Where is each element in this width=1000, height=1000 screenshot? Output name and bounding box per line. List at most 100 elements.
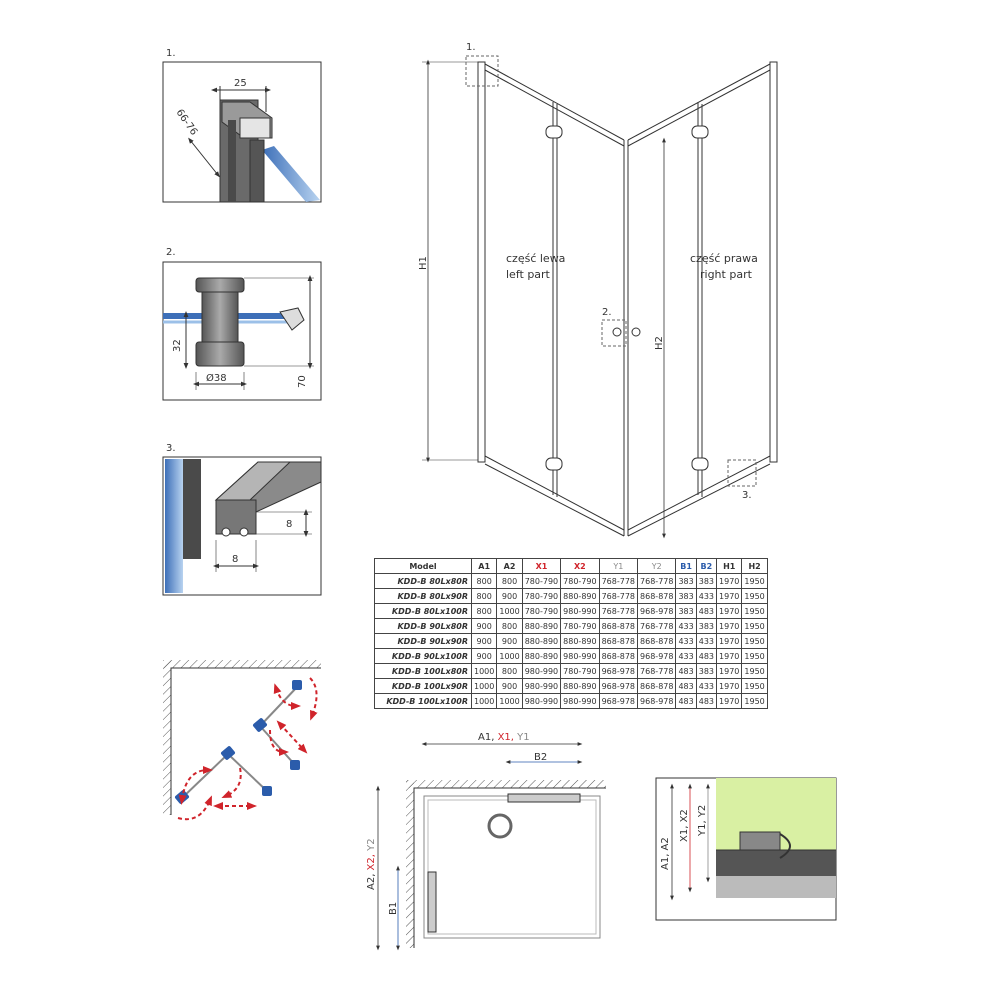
plan-view: A1, X1, Y1 B2 A2, X2, Y2 B1	[366, 732, 606, 951]
table-cell: 880-890	[521, 633, 562, 649]
right-part-en: right part	[700, 268, 753, 281]
table-cell: 980-990	[560, 648, 600, 664]
callout-2: 2.	[602, 307, 612, 318]
table-cell: 780-790	[521, 573, 562, 589]
detail-1-panel: 1. 25 66-76	[162, 48, 322, 203]
table-cell: KDD-B 80Lx80R	[374, 573, 472, 589]
table-cell: 980-990	[560, 603, 600, 619]
table-cell: 433	[695, 588, 718, 604]
plan-side-x: X2,	[366, 851, 377, 871]
table-cell: 980-990	[521, 663, 562, 679]
spec-table: Model A1 A2 X1 X2 Y1 Y2 B1 B2 H1 H2 KDD-…	[374, 558, 768, 709]
table-cell: 1950	[741, 633, 768, 649]
plan-b1: B1	[388, 902, 399, 915]
detail-3-height: 8	[286, 519, 292, 530]
table-cell: 880-890	[560, 633, 600, 649]
table-cell: 980-990	[521, 693, 562, 709]
table-cell: 1950	[741, 588, 768, 604]
left-part-pl: część lewa	[506, 252, 565, 265]
table-cell: 1970	[716, 633, 743, 649]
table-cell: 868-878	[637, 588, 677, 604]
table-cell: 868-878	[637, 678, 677, 694]
table-cell: 780-790	[560, 618, 600, 634]
col-h2: H2	[741, 558, 768, 574]
table-cell: 1950	[741, 678, 768, 694]
table-cell: 1970	[716, 648, 743, 664]
table-header-row: Model A1 A2 X1 X2 Y1 Y2 B1 B2 H1 H2	[374, 558, 768, 574]
table-cell: 868-878	[598, 648, 639, 664]
table-cell: 383	[675, 588, 697, 604]
table-cell: 780-790	[560, 663, 600, 679]
table-cell: 868-878	[598, 633, 639, 649]
table-cell: 968-978	[598, 678, 639, 694]
table-cell: 1000	[496, 603, 523, 619]
table-cell: 780-790	[521, 603, 562, 619]
table-cell: 780-790	[521, 588, 562, 604]
table-cell: 1950	[741, 648, 768, 664]
col-b1: B1	[675, 558, 697, 574]
table-cell: 768-778	[598, 588, 639, 604]
table-cell: 1950	[741, 573, 768, 589]
table-cell: 880-890	[521, 648, 562, 664]
table-cell: 900	[496, 633, 523, 649]
table-cell: 433	[675, 648, 697, 664]
table-cell: 980-990	[560, 693, 600, 709]
plan-b2: B2	[534, 752, 547, 763]
table-cell: 900	[470, 633, 498, 649]
table-cell: 433	[695, 678, 718, 694]
col-y1: Y1	[598, 558, 639, 574]
table-cell: KDD-B 80Lx90R	[374, 588, 472, 604]
h1-label: H1	[418, 256, 429, 270]
table-cell: 433	[695, 633, 718, 649]
table-cell: 483	[695, 603, 718, 619]
table-cell: 900	[496, 678, 523, 694]
table-cell: 968-978	[637, 693, 677, 709]
table-cell: 1970	[716, 693, 743, 709]
table-cell: 383	[695, 663, 718, 679]
detail-3-number: 3.	[166, 443, 176, 454]
plan-side-y: Y2	[366, 838, 377, 851]
table-cell: 1000	[496, 693, 523, 709]
detail-1-number: 1.	[166, 48, 176, 59]
table-cell: 383	[675, 603, 697, 619]
opening-scheme	[163, 660, 321, 821]
table-cell: 1950	[741, 618, 768, 634]
col-y2: Y2	[637, 558, 677, 574]
detail-3-panel: 3. 8 8	[162, 443, 322, 596]
table-cell: 483	[675, 693, 697, 709]
col-model: Model	[374, 558, 472, 574]
table-cell: 1970	[716, 618, 743, 634]
table-cell: 968-978	[598, 663, 639, 679]
table-cell: 1000	[470, 693, 498, 709]
table-cell: 383	[675, 573, 697, 589]
callout-3: 3.	[742, 490, 752, 501]
svg-text:A2, X2, Y2: A2, X2, Y2	[366, 838, 377, 890]
plan-top-y: Y1	[516, 732, 529, 743]
table-cell: 768-778	[598, 573, 639, 589]
plan-top-x: X1,	[498, 732, 518, 743]
table-cell: 483	[675, 678, 697, 694]
table-cell: 1970	[716, 588, 743, 604]
table-cell: 1000	[470, 663, 498, 679]
left-part-en: left part	[506, 268, 551, 281]
table-cell: 768-778	[598, 603, 639, 619]
table-cell: KDD-B 90Lx90R	[374, 633, 472, 649]
table-cell: 900	[470, 648, 498, 664]
section-y: Y1, Y2	[697, 805, 708, 837]
table-cell: KDD-B 100Lx80R	[374, 663, 472, 679]
table-cell: 868-878	[598, 618, 639, 634]
section-x: X1, X2	[679, 809, 690, 842]
table-cell: 483	[695, 648, 718, 664]
table-cell: 768-778	[637, 618, 677, 634]
table-cell: 768-778	[637, 573, 677, 589]
table-cell: KDD-B 100Lx100R	[374, 693, 472, 709]
table-cell: 868-878	[637, 633, 677, 649]
table-cell: 900	[470, 618, 498, 634]
table-cell: 968-978	[637, 648, 677, 664]
table-cell: 1000	[470, 678, 498, 694]
